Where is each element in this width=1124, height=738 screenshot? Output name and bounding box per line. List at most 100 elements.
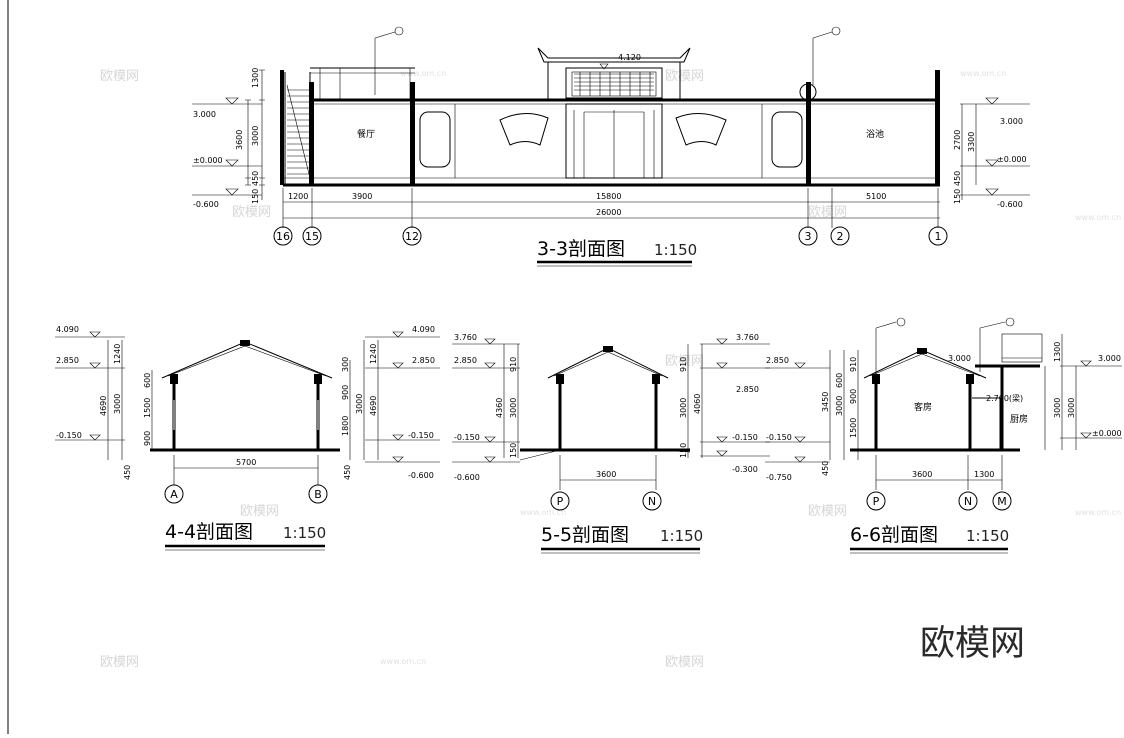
watermark-url: www.om.cn <box>960 69 1006 78</box>
level-label: 2.850 <box>412 356 435 365</box>
dim-text: 3600 <box>596 470 616 479</box>
door-opening <box>771 111 803 168</box>
watermark-url: www.om.cn <box>1075 213 1121 222</box>
axis-label: 1 <box>935 230 942 243</box>
dim-text: 1500 <box>143 398 152 418</box>
dim-text: 3300 <box>967 132 976 152</box>
central-gate <box>537 47 691 179</box>
level-label: ±0.000 <box>193 156 223 165</box>
level-label: ±0.000 <box>997 155 1027 164</box>
dim-text: 5700 <box>236 458 256 467</box>
watermark-brand: 欧模网 <box>100 655 139 670</box>
vertical-dims-left: 1300 3600 3000 450 150 <box>235 68 265 204</box>
dim-text: 1200 <box>288 192 308 201</box>
column <box>935 70 940 185</box>
dim-text: 26000 <box>596 208 621 217</box>
level-marks-left: 3.760 2.850 -0.150 -0.600 910 4360 3000 … <box>452 333 520 482</box>
dim-text: 150 <box>679 443 688 458</box>
dim-text: 150 <box>251 189 260 204</box>
level-marks-left: 4.090 2.850 -0.150 1240 4690 3000 600 15… <box>55 325 153 480</box>
axis-label: P <box>873 495 880 508</box>
level-label: -0.150 <box>766 433 792 442</box>
level-marks-right: 3.760 2.850 -0.150 -0.300 910 3000 4060 … <box>679 333 770 474</box>
railing <box>310 67 415 100</box>
room-label: 厨房 <box>1010 413 1028 425</box>
watermark-brand: 欧模网 <box>100 69 139 84</box>
watermarks: 欧模网 欧模网 欧模网 欧模网 欧模网 欧模网 欧模网 欧模网 欧模网 www.… <box>100 69 1121 670</box>
dim-text: 1300 <box>1053 342 1062 362</box>
dim-text: 150 <box>953 189 962 204</box>
level-marks-left: 2.850 -0.150 -0.750 910 600 900 3450 300… <box>765 350 859 482</box>
vertical-dims-right: 2700 3300 450 150 <box>953 104 977 204</box>
dim-text: 15800 <box>596 192 621 201</box>
column <box>806 82 811 185</box>
dim-text: 450 <box>251 171 260 186</box>
detail-callout <box>799 83 817 101</box>
scale-label: 1:150 <box>654 241 697 259</box>
watermark-brand: 欧模网 <box>665 69 704 84</box>
watermark-brand: 欧模网 <box>808 205 847 220</box>
dim-text: 3000 <box>113 394 122 414</box>
room-label: 餐厅 <box>357 128 375 140</box>
level-label: 3.000 <box>1098 354 1121 363</box>
dim-text: 450 <box>343 465 352 480</box>
door-opening <box>972 397 1001 450</box>
dim-text: 1300 <box>974 470 994 479</box>
level-label: -0.600 <box>193 200 219 209</box>
dim-text: 1240 <box>113 344 122 364</box>
dim-text: 910 <box>849 357 858 372</box>
watermark-url: www.om.cn <box>1075 508 1121 517</box>
level-label: -0.150 <box>408 431 434 440</box>
level-label: 4.090 <box>56 325 79 334</box>
dim-text: 4060 <box>693 394 702 414</box>
dim-text: 3600 <box>235 130 244 150</box>
dim-text: 910 <box>509 357 518 372</box>
scale-label: 1:150 <box>660 527 703 545</box>
level-marks-left: 3.000 ±0.000 -0.600 <box>192 97 262 209</box>
dim-text: 600 <box>835 373 844 388</box>
level-label: 4.090 <box>412 325 435 334</box>
axis-label: A <box>170 488 178 501</box>
level-label: 2.850 <box>766 356 789 365</box>
dim-text: 150 <box>509 443 518 458</box>
dim-text: 910 <box>679 357 688 372</box>
watermark-url: www.om.cn <box>520 508 566 517</box>
section-title: 3-3剖面图 <box>537 238 625 260</box>
watermark-brand: 欧模网 <box>665 354 704 369</box>
level-label: 2.850 <box>454 356 477 365</box>
level-label: 3.000 <box>193 110 216 119</box>
axis-bubbles: 16 15 12 3 2 1 <box>273 226 948 246</box>
axis-label: N <box>648 495 656 508</box>
level-label: ±0.000 <box>1092 429 1122 438</box>
section-5-5: 3.760 2.850 -0.150 -0.600 910 4360 3000 … <box>452 333 770 554</box>
dim-text: 3000 <box>679 398 688 418</box>
axis-label: 12 <box>405 230 419 243</box>
dim-text: 900 <box>341 385 350 400</box>
column <box>309 82 314 185</box>
watermark-url: www.om.cn <box>400 69 446 78</box>
dim-text: 1240 <box>369 344 378 364</box>
level-label: 3.000 <box>1000 117 1023 126</box>
scale-label: 1:150 <box>966 527 1009 545</box>
level-label: 4.120 <box>618 53 641 62</box>
dim-text: 3900 <box>352 192 372 201</box>
roof-box <box>1001 333 1043 363</box>
dim-text: 450 <box>123 465 132 480</box>
section-6-6: 客房 厨房 2.700(梁) 3.000 2.850 -0.150 -0.750… <box>765 317 1122 554</box>
level-label: 3.000 <box>948 354 971 363</box>
dim-text: 1500 <box>849 418 858 438</box>
section-4-4: 4.090 2.850 -0.150 1240 4690 3000 600 15… <box>55 325 440 551</box>
watermark-url: www.om.cn <box>380 657 426 666</box>
level-label: 2.850 <box>736 385 759 394</box>
level-marks-right: 4.090 2.850 -0.150 -0.600 300 900 1800 3… <box>341 325 440 480</box>
axis-label: P <box>557 495 564 508</box>
level-label: -0.150 <box>56 431 82 440</box>
dim-text: 3450 <box>821 392 830 412</box>
brand-logo: 欧模网 <box>920 624 1025 664</box>
column <box>280 70 284 185</box>
watermark-brand: 欧模网 <box>665 655 704 670</box>
axis-label: 3 <box>805 230 812 243</box>
section-title: 4-4剖面图 <box>165 521 253 543</box>
level-label: -0.600 <box>997 200 1023 209</box>
